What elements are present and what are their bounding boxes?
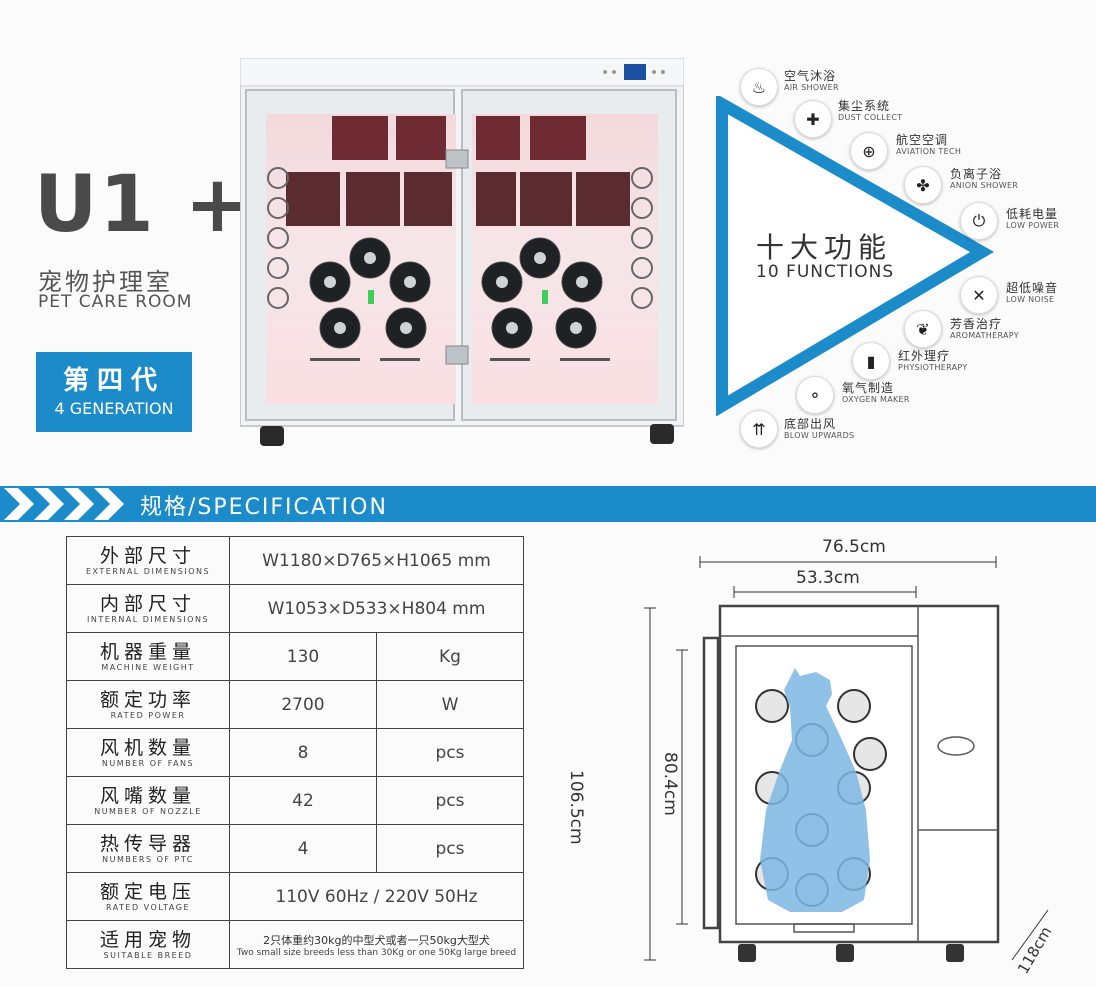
- inner-height-label: 80.4cm: [660, 752, 680, 816]
- aromatherapy-icon: ❦: [904, 310, 942, 348]
- cabinet-illustration: [240, 58, 684, 446]
- dust-collect-icon: ✚: [794, 100, 832, 138]
- generation-en: 4 GENERATION: [54, 399, 174, 418]
- outer-width-label: 76.5cm: [822, 537, 886, 557]
- air-shower-icon: ♨: [740, 68, 778, 106]
- dog-silhouette-icon: [760, 668, 870, 912]
- specification-heading: 规格/SPECIFICATION: [140, 495, 388, 520]
- outer-height-label: 106.5cm: [566, 770, 586, 845]
- inner-width-label: 53.3cm: [796, 568, 860, 588]
- blow-upwards-icon: ⇈: [740, 410, 778, 448]
- functions-heading-en: 10 FUNCTIONS: [756, 262, 895, 282]
- functions-heading-cn: 十大功能: [756, 231, 893, 264]
- functions-triangle: [716, 96, 994, 416]
- model-name: U1 +: [34, 160, 253, 250]
- chevron-arrows-icon: [4, 488, 124, 520]
- generation-badge: 第四代 4 GENERATION: [36, 352, 192, 432]
- aviation-tech-icon: ⊕: [850, 132, 888, 170]
- generation-cn: 第四代: [62, 366, 165, 396]
- anion-shower-icon: ✤: [904, 166, 942, 204]
- dimension-drawing: [644, 556, 1049, 962]
- specification-banner: [0, 486, 1096, 522]
- low-power-icon: ⏻: [960, 202, 998, 240]
- product-title-cn: 宠物护理室: [38, 268, 173, 296]
- product-title-en: PET CARE ROOM: [38, 292, 193, 312]
- low-noise-icon: ✕: [960, 276, 998, 314]
- physiotherapy-icon: ▮: [852, 342, 890, 380]
- oxygen-maker-icon: ⚬: [796, 376, 834, 414]
